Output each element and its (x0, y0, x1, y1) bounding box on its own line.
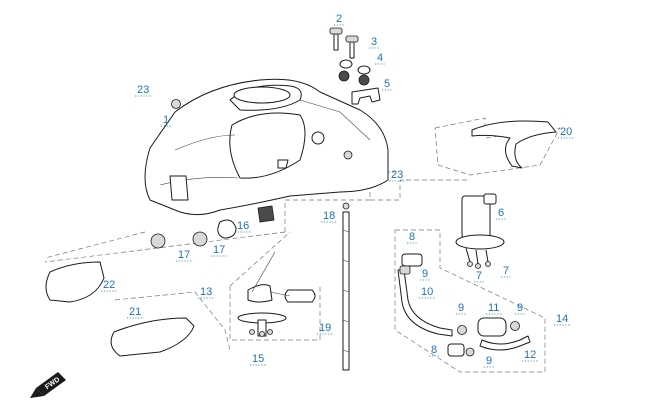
callout-7a: 7 (476, 270, 482, 282)
hose-part-12 (479, 335, 531, 351)
fuel-filter-part-11 (477, 317, 507, 337)
vent-hose (342, 202, 350, 371)
callout-5: 5 (384, 78, 390, 90)
callout-23b: 23 (391, 169, 403, 181)
callout-23a: 23 (137, 84, 149, 96)
callout-17b: 17 (213, 244, 225, 256)
callout-9d: 9 (486, 355, 492, 367)
fuel-tank (144, 78, 389, 216)
callout-20: 20 (560, 126, 572, 138)
callout-12: 12 (524, 349, 536, 361)
callout-22: 22 (103, 279, 115, 291)
callout-15: 15 (252, 353, 264, 365)
callout-9b: 9 (458, 302, 464, 314)
callout-3: 3 (371, 36, 377, 48)
callout-21: 21 (129, 306, 141, 318)
callout-8b: 8 (431, 344, 437, 356)
clamp-part-9c (510, 321, 520, 331)
callout-6: 6 (498, 207, 504, 219)
callouts: 1 2 3 4 5 6 7 7 8 8 9 9 9 9 10 11 12 13 (101, 13, 575, 368)
pad-part-21 (110, 317, 195, 357)
bushing-part-16 (257, 205, 275, 223)
top-fasteners (329, 27, 381, 105)
callout-17a: 17 (178, 249, 190, 261)
callout-2: 2 (336, 13, 342, 25)
pad-outline (114, 291, 231, 351)
fuel-level-sender (237, 251, 316, 337)
grommet-part-23 (171, 99, 181, 109)
callout-19: 19 (319, 322, 331, 334)
rubber-part-17b (150, 233, 166, 249)
rear-bracket-part-20 (471, 120, 557, 169)
hose-part-10 (397, 269, 453, 337)
rubber-part-17c (192, 231, 208, 247)
fitting-part-8b (447, 343, 465, 357)
fitting-part-8a (401, 253, 423, 267)
fuel-pump (455, 193, 505, 269)
callout-4: 4 (377, 52, 383, 64)
tank-to-pump-outline (370, 179, 470, 201)
pump-bracket-outline (229, 231, 321, 341)
callout-9a: 9 (422, 268, 428, 280)
tank-hardware (150, 99, 275, 249)
callout-10: 10 (421, 286, 433, 298)
callout-14: 14 (556, 313, 568, 325)
clamp-part-9d (465, 347, 475, 357)
callout-18: 18 (323, 210, 335, 222)
callout-7b: 7 (503, 265, 509, 277)
callout-13: 13 (200, 286, 212, 298)
forward-arrow: FWD (30, 372, 66, 398)
callout-11: 11 (488, 302, 499, 314)
bushing-part-17a (217, 219, 237, 239)
pad-part-22 (45, 261, 105, 303)
fuel-line-assembly (397, 253, 531, 357)
callout-16: 16 (237, 220, 249, 232)
fuel-filter-outline (394, 229, 546, 373)
clamp-part-9a (399, 265, 411, 275)
callout-8a: 8 (409, 231, 415, 243)
callout-9c: 9 (517, 302, 523, 314)
clamp-part-9b (457, 325, 467, 335)
clip-part-18 (342, 202, 350, 210)
callout-1: 1 (163, 114, 169, 126)
